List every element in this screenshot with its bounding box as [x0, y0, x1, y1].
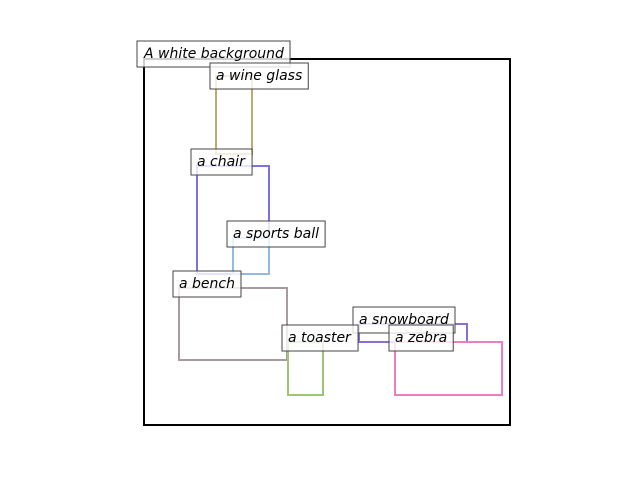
label-background-text: A white background: [143, 46, 284, 62]
label-sports-ball-box: [226, 220, 326, 248]
label-bench-box: [172, 270, 242, 298]
label-bench-text: a bench: [179, 276, 235, 292]
label-zebra-text: a zebra: [395, 330, 447, 346]
object-labels: A white background a wine glass a chair a s…: [136, 40, 456, 352]
label-toaster-text: a toaster: [288, 330, 352, 346]
label-zebra: a zebra: [388, 324, 454, 352]
label-chair-box: [190, 148, 253, 176]
label-wine-glass-text: a wine glass: [216, 68, 302, 84]
label-sports-ball: a sports ball: [226, 220, 326, 248]
label-toaster: a toaster: [281, 324, 359, 352]
label-zebra-box: [388, 324, 454, 352]
scene-frame: [143, 58, 511, 426]
label-toaster-box: [281, 324, 359, 352]
label-sports-ball-text: a sports ball: [233, 226, 319, 242]
label-chair-text: a chair: [197, 154, 246, 170]
label-chair: a chair: [190, 148, 253, 176]
label-bench: a bench: [172, 270, 242, 298]
label-wine-glass: a wine glass: [209, 62, 309, 90]
label-wine-glass-box: [209, 62, 309, 90]
box-bench: [178, 287, 288, 361]
label-snowboard-text: a snowboard: [359, 312, 449, 328]
